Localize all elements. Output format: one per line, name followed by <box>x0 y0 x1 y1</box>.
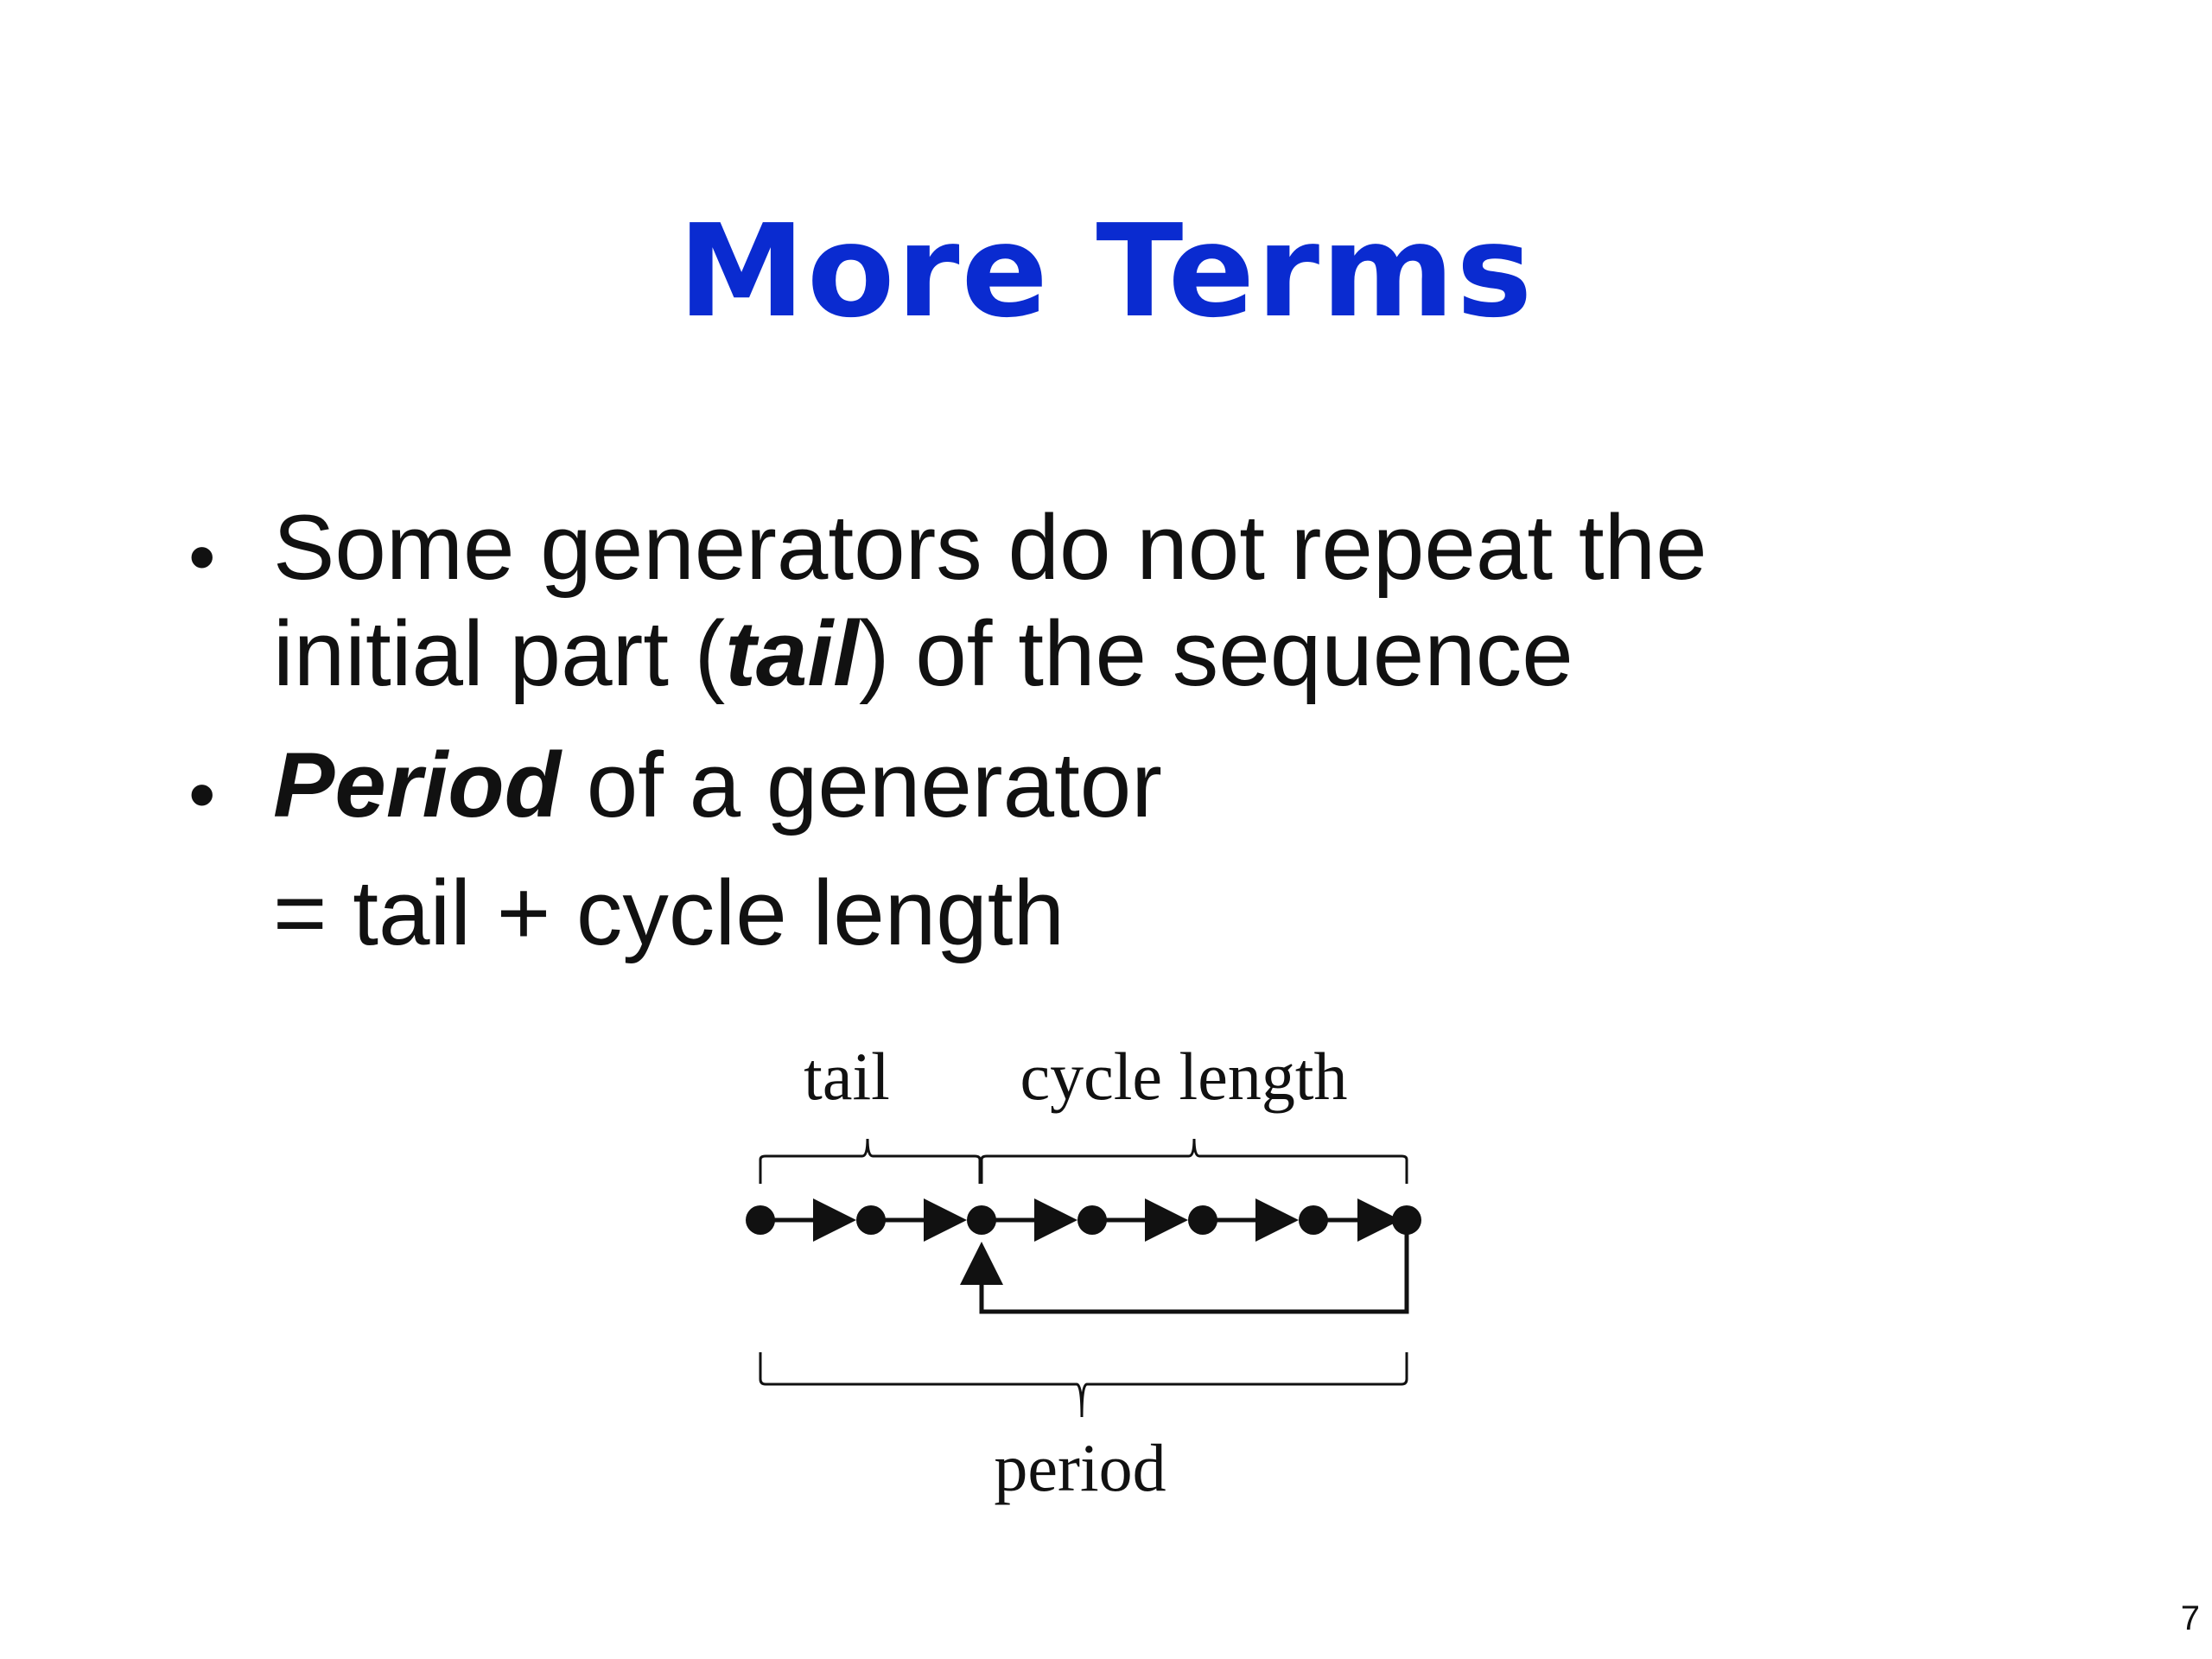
bullet-2-line-1: Period of a generator <box>273 739 1162 831</box>
bullet-1-line-2-pre: initial part ( <box>273 601 726 705</box>
node-3 <box>967 1205 996 1235</box>
node-6 <box>1299 1205 1328 1235</box>
bullet-1-term-tail: tail <box>725 601 859 705</box>
page-number: 7 <box>2180 1599 2200 1637</box>
cycle-length-label: cycle length <box>1020 1039 1348 1114</box>
cycle-brace <box>980 1138 1408 1184</box>
sequence-nodes <box>746 1205 1421 1235</box>
node-5 <box>1188 1205 1217 1235</box>
slide-title: More Terms <box>677 197 1535 346</box>
period-label: period <box>994 1430 1166 1505</box>
cycle-return-loop <box>960 1220 1409 1314</box>
bullet-2-line-1-post: of a generator <box>560 733 1162 836</box>
bullet-1-line-2: initial part (tail) of the sequence <box>273 607 1573 700</box>
tail-label: tail <box>804 1039 890 1114</box>
node-1 <box>746 1205 775 1235</box>
node-2 <box>856 1205 886 1235</box>
bullet-2-term-period: Period <box>273 733 561 836</box>
bullet-dot-2: • <box>188 752 216 838</box>
bullet-1-line-2-post: ) of the sequence <box>858 601 1573 705</box>
tail-brace <box>759 1138 982 1184</box>
node-7 <box>1392 1205 1421 1235</box>
node-4 <box>1077 1205 1107 1235</box>
bullet-2-line-2: = tail + cycle length <box>273 861 1065 964</box>
period-brace <box>759 1352 1408 1418</box>
bullet-1-line-1: Some generators do not repeat the <box>273 495 1707 599</box>
bullet-dot-1: • <box>188 514 216 601</box>
